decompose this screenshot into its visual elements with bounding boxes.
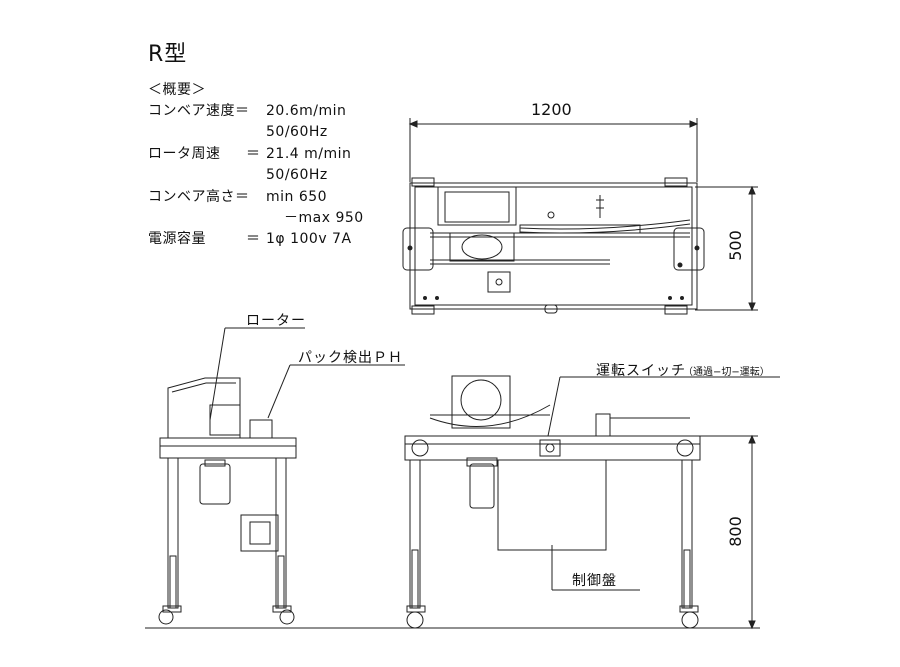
rotor-speed-eq: ＝ <box>246 146 261 162</box>
conveyor-height-min: min 650 <box>266 189 328 205</box>
rotor-label: ローター <box>246 313 306 329</box>
conveyor-speed-value: 20.6m/min <box>266 103 347 119</box>
power-value: 1φ 100v 7A <box>266 231 352 247</box>
control-panel-label: 制御盤 <box>572 573 617 589</box>
drawing-title: R型 <box>148 42 188 67</box>
dimension-length: 1200 <box>531 100 572 119</box>
top-view <box>402 118 758 315</box>
dimension-width: 500 <box>725 230 745 261</box>
rotor-speed-label: ロータ周速 <box>148 146 221 162</box>
front-view <box>395 375 780 630</box>
conveyor-height-max: －max 950 <box>284 210 364 226</box>
rotor-speed-value: 21.4 m/min <box>266 146 352 162</box>
spec-heading: ＜概要＞ <box>148 82 206 98</box>
dimension-height: 800 <box>725 516 745 547</box>
rotor-speed-freq: 50/60Hz <box>266 167 328 183</box>
power-label: 電源容量 <box>148 231 206 247</box>
pack-sensor-label: パック検出ＰＨ <box>298 350 403 366</box>
switch-detail-label: （通過−切−運転） <box>683 367 770 378</box>
side-view <box>145 327 405 629</box>
conveyor-height-label: コンベア高さ＝ <box>148 189 250 205</box>
switch-label: 運転スイッチ <box>596 363 686 379</box>
conveyor-speed-label: コンベア速度＝ <box>148 103 250 119</box>
power-eq: ＝ <box>246 231 261 247</box>
conveyor-speed-freq: 50/60Hz <box>266 124 328 140</box>
